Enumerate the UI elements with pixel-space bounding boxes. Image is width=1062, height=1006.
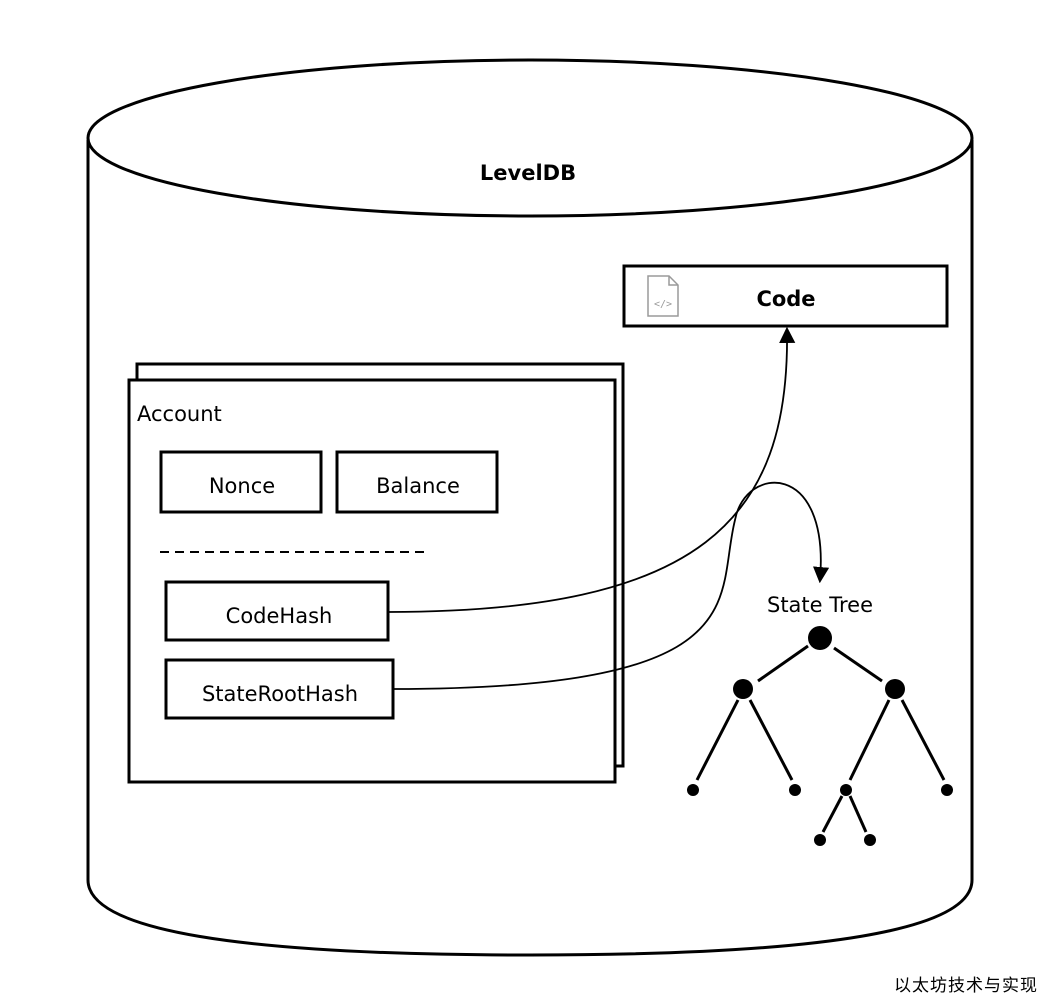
code-file-icon: </>	[647, 275, 679, 317]
tree-leaf-node	[941, 784, 953, 796]
account-box: Account Nonce Balance CodeHash StateRoot…	[127, 362, 625, 784]
account-title: Account	[137, 402, 222, 426]
tree-node	[733, 679, 753, 699]
balance-label: Balance	[376, 474, 460, 498]
tree-nodes	[687, 626, 953, 846]
tree-leaf-node	[687, 784, 699, 796]
code-label: Code	[756, 287, 815, 311]
tree-node	[885, 679, 905, 699]
stateroot-to-tree-arrow	[392, 481, 830, 690]
tree-leaf-node	[814, 834, 826, 846]
watermark-text: 以太坊技术与实现	[894, 976, 1038, 996]
svg-text:</>: </>	[654, 299, 672, 310]
stateroothash-label: StateRootHash	[202, 682, 358, 706]
codehash-to-code-arrow	[387, 326, 796, 613]
tree-leaf-node	[789, 784, 801, 796]
balance-field	[335, 450, 499, 514]
nonce-label: Nonce	[209, 474, 275, 498]
state-tree: State Tree	[687, 593, 953, 846]
state-tree-label: State Tree	[767, 593, 873, 617]
leveldb-label: LevelDB	[480, 161, 576, 185]
code-box: </> Code	[622, 264, 949, 328]
codehash-field	[164, 580, 390, 642]
tree-root-node	[808, 626, 832, 650]
tree-edges	[695, 644, 946, 833]
codehash-label: CodeHash	[226, 604, 333, 628]
stateroothash-field	[164, 658, 395, 720]
nonce-field	[159, 450, 323, 514]
tree-node	[840, 784, 852, 796]
tree-leaf-node	[864, 834, 876, 846]
